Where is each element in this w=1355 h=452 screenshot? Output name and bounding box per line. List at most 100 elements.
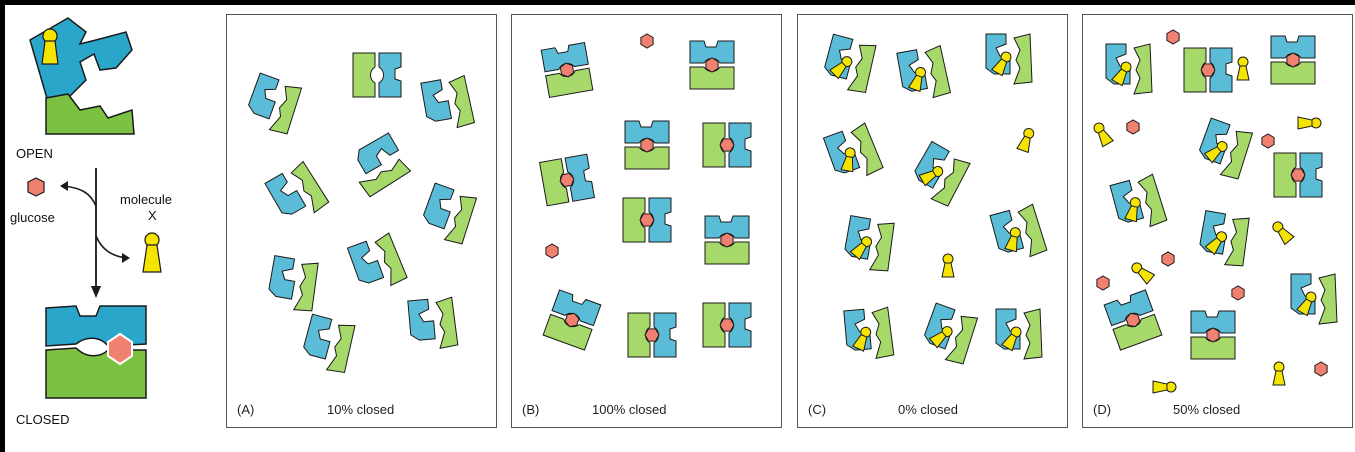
open-protein <box>1199 117 1254 180</box>
molecule-x-icon <box>1001 326 1022 352</box>
open-protein <box>268 254 319 312</box>
closed-protein <box>540 41 594 99</box>
open-protein <box>844 214 895 272</box>
panel-b-percent: 100% closed <box>592 402 667 417</box>
panel-c-drawing <box>822 33 1048 365</box>
panel-a: (A) 10% closed <box>226 14 497 428</box>
molecule-x-icon <box>849 236 873 261</box>
closed-protein <box>1103 289 1163 351</box>
closed-protein <box>689 40 735 90</box>
molecule-x-icon <box>1236 56 1250 81</box>
closed-protein <box>352 52 402 98</box>
panel-d: (D) 50% closed <box>1082 14 1353 428</box>
molecule-x-icon <box>991 51 1012 77</box>
open-protein <box>248 72 303 135</box>
molecule-label: molecule <box>120 192 173 207</box>
glucose-icon <box>1161 251 1175 267</box>
molecule-x-icon <box>1204 231 1228 256</box>
glucose-icon <box>705 57 719 73</box>
open-label: OPEN <box>16 146 53 161</box>
panel-b-letter: (B) <box>522 402 540 417</box>
molecule-x-icon <box>1296 291 1317 317</box>
panel-d-drawing <box>1093 29 1338 394</box>
open-protein <box>824 33 877 94</box>
glucose-legend-icon <box>27 177 45 197</box>
legend: OPEN glucose molecule X CLOSED <box>8 10 213 440</box>
closed-protein <box>1190 310 1236 360</box>
open-protein <box>1290 273 1338 325</box>
molecule-arrow <box>95 235 127 259</box>
open-protein <box>346 232 408 287</box>
closed-protein <box>538 153 596 207</box>
open-protein <box>995 308 1043 360</box>
open-protein <box>1105 43 1153 95</box>
legend-drawing <box>27 17 162 399</box>
molecule-x-icon <box>1016 127 1035 154</box>
open-protein <box>420 74 476 129</box>
glucose-arrow <box>63 185 97 207</box>
molecule-x-icon <box>1152 380 1177 394</box>
open-protein <box>357 132 412 198</box>
glucose-icon <box>1231 285 1245 301</box>
panel-c-letter: (C) <box>808 402 827 417</box>
panel-c: (C) 0% closed <box>797 14 1068 428</box>
glucose-icon <box>1166 29 1180 45</box>
molecule-x-icon <box>1272 361 1286 386</box>
closed-protein <box>702 302 752 348</box>
closed-protein <box>1270 35 1316 85</box>
glucose-icon <box>719 318 735 332</box>
closed-protein <box>622 197 672 243</box>
panel-d-letter: (D) <box>1093 402 1112 417</box>
molecule-x-icon <box>1124 197 1141 223</box>
panel-a-letter: (A) <box>237 402 255 417</box>
glucose-icon <box>719 138 735 152</box>
molecule-x-icon <box>1203 141 1228 164</box>
glucose-icon <box>559 62 575 78</box>
panel-d-percent: 50% closed <box>1173 402 1241 417</box>
open-protein <box>303 313 356 374</box>
open-molecule-x-icon <box>41 28 59 65</box>
molecule-x-icon <box>941 253 955 278</box>
glucose-icon <box>640 137 654 153</box>
open-protein <box>1199 209 1250 267</box>
molecule-x-icon <box>1272 221 1295 246</box>
closed-protein <box>542 289 602 351</box>
molecule-x-icon <box>1111 61 1132 87</box>
open-protein <box>989 203 1048 258</box>
molecule-x-icon <box>1093 122 1114 148</box>
panel-b: (B) 100% closed <box>511 14 782 428</box>
closed-protein <box>627 312 677 358</box>
molecule-x-icon <box>829 56 853 80</box>
molecule-x-icon <box>1004 227 1021 253</box>
panel-b-drawing <box>538 33 752 358</box>
molecule-x-icon <box>1131 262 1156 285</box>
open-protein <box>914 140 971 207</box>
glucose-icon <box>640 33 654 49</box>
panel-a-percent: 10% closed <box>327 402 395 417</box>
open-protein <box>264 160 330 215</box>
molecule-x-icon <box>907 66 927 93</box>
open-protein <box>1109 173 1168 228</box>
glucose-icon <box>720 232 734 248</box>
molecule-x-icon <box>840 147 856 173</box>
glucose-icon <box>1206 327 1220 343</box>
open-protein <box>822 122 884 177</box>
open-protein <box>843 306 895 360</box>
closed-label: CLOSED <box>16 412 70 427</box>
glucose-icon <box>1290 168 1306 182</box>
open-protein <box>924 302 979 365</box>
molecule-x-icon <box>918 165 944 187</box>
glucose-icon <box>1261 133 1275 149</box>
open-protein <box>423 182 478 245</box>
glucose-icon <box>639 213 655 227</box>
closed-protein <box>702 122 752 168</box>
down-arrow-head <box>91 286 101 298</box>
glucose-icon <box>564 312 580 328</box>
closed-protein <box>624 120 670 170</box>
molecule-x-legend-icon <box>142 232 162 273</box>
open-protein <box>407 296 459 350</box>
glucose-label: glucose <box>10 210 55 225</box>
closed-protein <box>704 215 750 265</box>
molecule-x-icon <box>851 326 872 352</box>
panel-c-percent: 0% closed <box>898 402 958 417</box>
